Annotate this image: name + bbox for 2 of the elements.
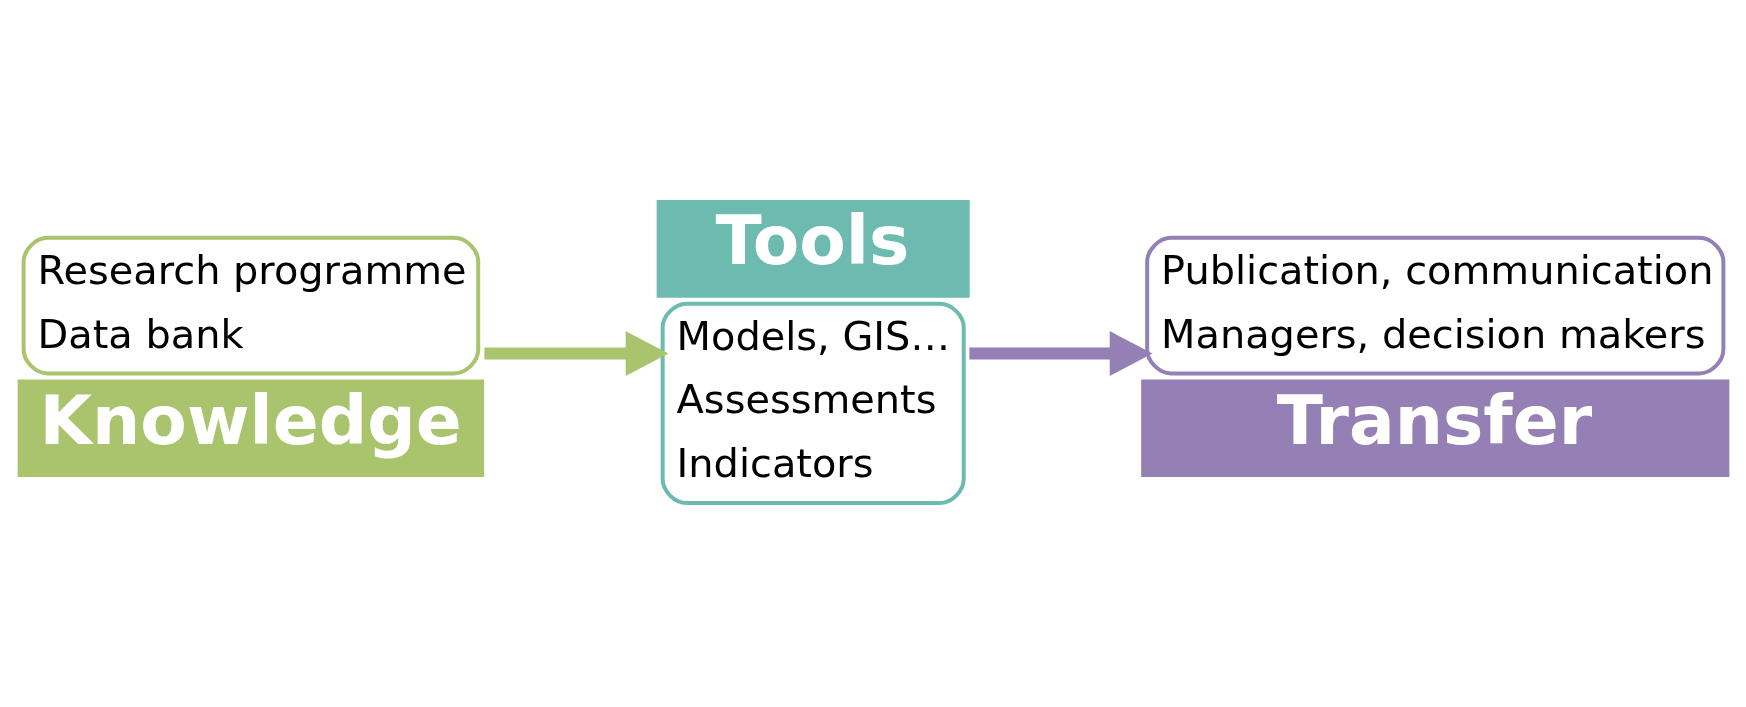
arrow <box>484 331 669 376</box>
arrow <box>969 331 1153 376</box>
